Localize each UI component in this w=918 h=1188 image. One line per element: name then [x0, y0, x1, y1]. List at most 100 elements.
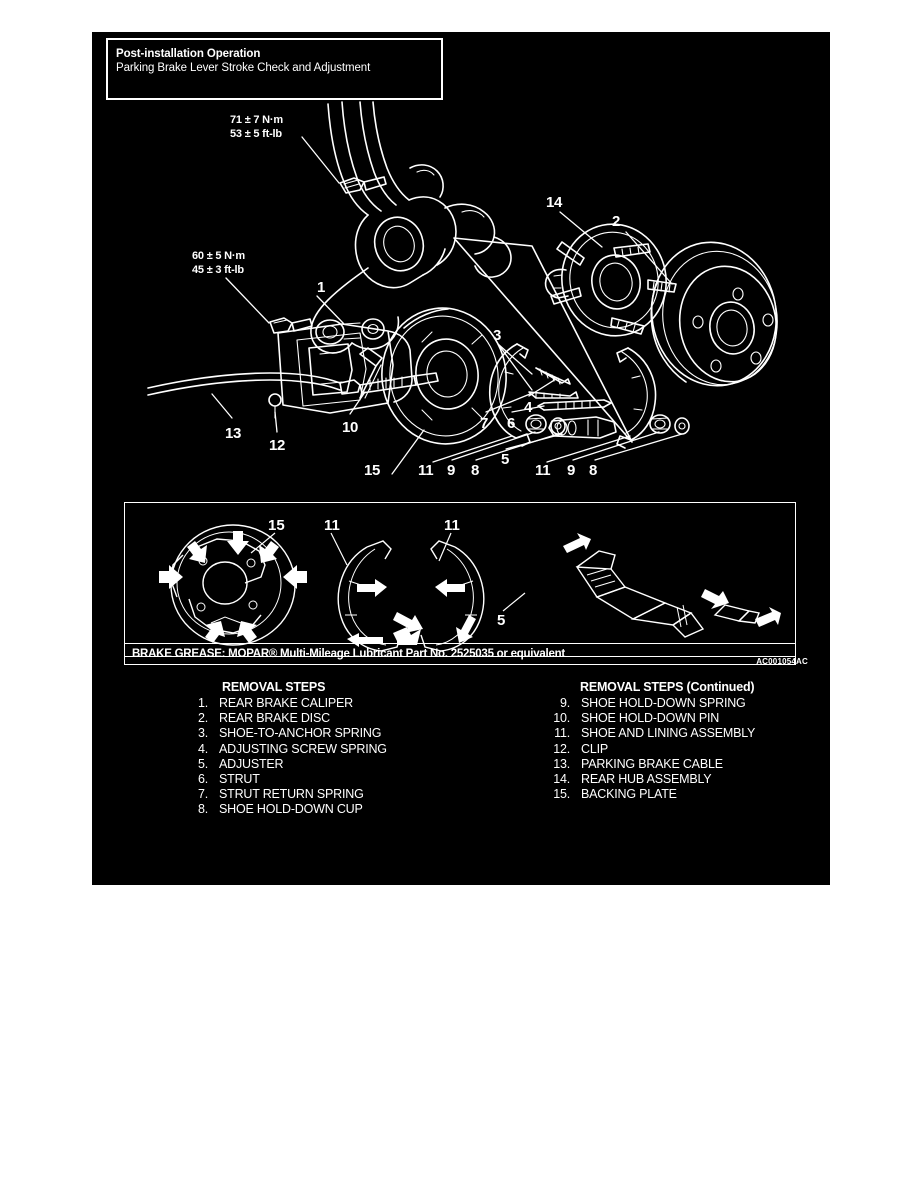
callout-number-15: 15 — [364, 462, 381, 479]
removal-step-number: 1. — [197, 696, 208, 710]
removal-step-number: 11. — [554, 726, 570, 741]
removal-step-number: 15. — [553, 787, 570, 802]
removal-step-item: 9. SHOE HOLD-DOWN SPRING — [532, 696, 755, 711]
callout-number-11: 11 — [535, 462, 551, 479]
removal-step-item: 3. SHOE-TO-ANCHOR SPRING — [170, 726, 387, 741]
removal-step-label: REAR HUB ASSEMBLY — [581, 772, 712, 787]
callout-number-13: 13 — [225, 425, 242, 442]
removal-step-number: 9. — [559, 696, 570, 710]
removal-step-label: SHOE-TO-ANCHOR SPRING — [219, 726, 382, 741]
lower-torque-metric: 60 ± 5 N·m — [192, 250, 245, 262]
post-installation-title-box: Post-installation Operation Parking Brak… — [106, 38, 443, 100]
removal-step-number: 12. — [553, 741, 570, 756]
removal-steps-continued-heading: REMOVAL STEPS (Continued) — [580, 680, 755, 694]
removal-step-number: 13. — [553, 756, 570, 771]
removal-step-label: CLIP — [581, 741, 608, 756]
removal-step-label: PARKING BRAKE CABLE — [581, 756, 723, 771]
removal-step-label: REAR BRAKE DISC — [219, 711, 330, 726]
title-subheading: Parking Brake Lever Stroke Check and Adj… — [116, 62, 371, 74]
removal-step-number: 2. — [197, 711, 208, 726]
callout-number-6: 6 — [507, 415, 516, 432]
lower-torque-spec: 60 ± 5 N·m 45 ± 3 ft-lb — [192, 250, 245, 277]
callout-number-7: 7 — [480, 415, 489, 432]
removal-step-label: SHOE HOLD-DOWN SPRING — [581, 696, 746, 710]
callout-number-9: 9 — [447, 462, 456, 479]
removal-step-label: BACKING PLATE — [581, 787, 677, 802]
removal-step-number: 4. — [197, 741, 208, 756]
removal-step-item: 6. STRUT — [170, 772, 387, 787]
brake-grease-banner: BRAKE GREASE: MOPAR® Multi-Mileage Lubri… — [124, 643, 796, 665]
callout-number-12: 12 — [269, 437, 286, 454]
callout-number-9: 9 — [567, 462, 576, 479]
upper-torque-metric: 71 ± 7 N·m — [230, 114, 283, 126]
removal-step-number: 8. — [197, 802, 208, 817]
parking-brake-cable-art — [147, 372, 439, 396]
lower-torque-imperial: 45 ± 3 ft-lb — [192, 263, 244, 276]
removal-step-label: STRUT — [219, 772, 260, 787]
inset-callout-number-11: 11 — [444, 517, 460, 534]
inset-artwork — [159, 524, 781, 652]
title-heading: Post-installation Operation — [116, 48, 261, 60]
figure-id-code: AC001054AC — [756, 657, 808, 666]
removal-step-item: 14. REAR HUB ASSEMBLY — [532, 772, 755, 787]
callout-number-8: 8 — [471, 462, 480, 479]
hold-down-pin-art — [359, 347, 383, 399]
removal-step-label: ADJUSTER — [219, 756, 284, 771]
removal-step-label: STRUT RETURN SPRING — [219, 787, 364, 802]
removal-step-number: 6. — [197, 772, 208, 787]
hold-down-hardware-right — [649, 414, 690, 435]
upper-torque-imperial: 53 ± 5 ft-lb — [230, 127, 282, 140]
upper-caliper-bolt — [339, 176, 387, 194]
removal-steps-right-column: REMOVAL STEPS (Continued) 9. SHOE HOLD-DO… — [532, 680, 755, 802]
rear-brake-caliper-art — [277, 323, 413, 414]
grease-application-detail-panel: 15 11 11 5 — [124, 502, 796, 657]
removal-step-number: 7. — [197, 787, 208, 802]
grease-arrows — [159, 531, 781, 647]
callout-number-14: 14 — [546, 194, 563, 211]
callout-number-4: 4 — [524, 399, 533, 416]
removal-step-item: 8. SHOE HOLD-DOWN CUP — [170, 802, 387, 817]
removal-step-label: SHOE AND LINING ASSEMBLY — [581, 726, 756, 741]
removal-step-label: SHOE HOLD-DOWN PIN — [581, 711, 720, 726]
removal-step-item: 11. SHOE AND LINING ASSEMBLY — [532, 726, 755, 741]
removal-step-item: 12. CLIP — [532, 742, 755, 757]
rear-hub-assembly-art — [544, 223, 677, 337]
inset-callout-number-5: 5 — [497, 612, 506, 629]
inset-callout-number-15: 15 — [268, 517, 285, 534]
removal-step-number: 3. — [197, 726, 208, 741]
hold-down-hardware-left — [525, 414, 566, 435]
removal-step-number: 10. — [553, 711, 570, 726]
removal-step-item: 15. BACKING PLATE — [532, 787, 755, 802]
upper-torque-spec: 71 ± 7 N·m 53 ± 5 ft-lb — [230, 114, 283, 141]
steering-knuckle-art — [310, 101, 512, 354]
lower-caliper-bolt — [269, 317, 313, 334]
removal-steps-left-column: REMOVAL STEPS 1. REAR BRAKE CALIPER 2. REAR… — [170, 680, 387, 818]
removal-step-item: 10. SHOE HOLD-DOWN PIN — [532, 711, 755, 726]
callout-number-3: 3 — [493, 327, 502, 344]
callout-number-8: 8 — [589, 462, 598, 479]
removal-step-number: 5. — [197, 756, 208, 771]
removal-step-item: 1. REAR BRAKE CALIPER — [170, 696, 387, 711]
callout-number-5: 5 — [501, 451, 510, 468]
backing-plate-art — [381, 307, 507, 445]
callout-number-10: 10 — [342, 419, 359, 436]
removal-step-item: 4. ADJUSTING SCREW SPRING — [170, 742, 387, 757]
removal-step-number: 14. — [553, 772, 570, 787]
inset-callout-number-11: 11 — [324, 517, 340, 534]
removal-step-label: REAR BRAKE CALIPER — [219, 696, 353, 710]
removal-steps-left-rows: 1. REAR BRAKE CALIPER 2. REAR BRAKE DISC 3. S… — [170, 696, 387, 818]
removal-step-item: 13. PARKING BRAKE CABLE — [532, 757, 755, 772]
removal-step-label: SHOE HOLD-DOWN CUP — [219, 802, 363, 817]
brake-shoe-right-art — [616, 347, 657, 449]
callout-number-11: 11 — [418, 462, 434, 479]
removal-step-label: ADJUSTING SCREW SPRING — [219, 741, 387, 756]
removal-step-item: 5. ADJUSTER — [170, 757, 387, 772]
removal-step-item: 2. REAR BRAKE DISC — [170, 711, 387, 726]
strut-art — [537, 399, 612, 411]
shoe-to-anchor-spring-art — [528, 367, 579, 399]
removal-steps-right-rows: 9. SHOE HOLD-DOWN SPRING 10. SHOE HOLD-DOWN… — [532, 696, 755, 802]
adjuster-art — [548, 416, 617, 439]
removal-steps-heading: REMOVAL STEPS — [222, 680, 326, 694]
brake-grease-text: BRAKE GREASE: MOPAR® Multi-Mileage Lubri… — [132, 648, 565, 660]
